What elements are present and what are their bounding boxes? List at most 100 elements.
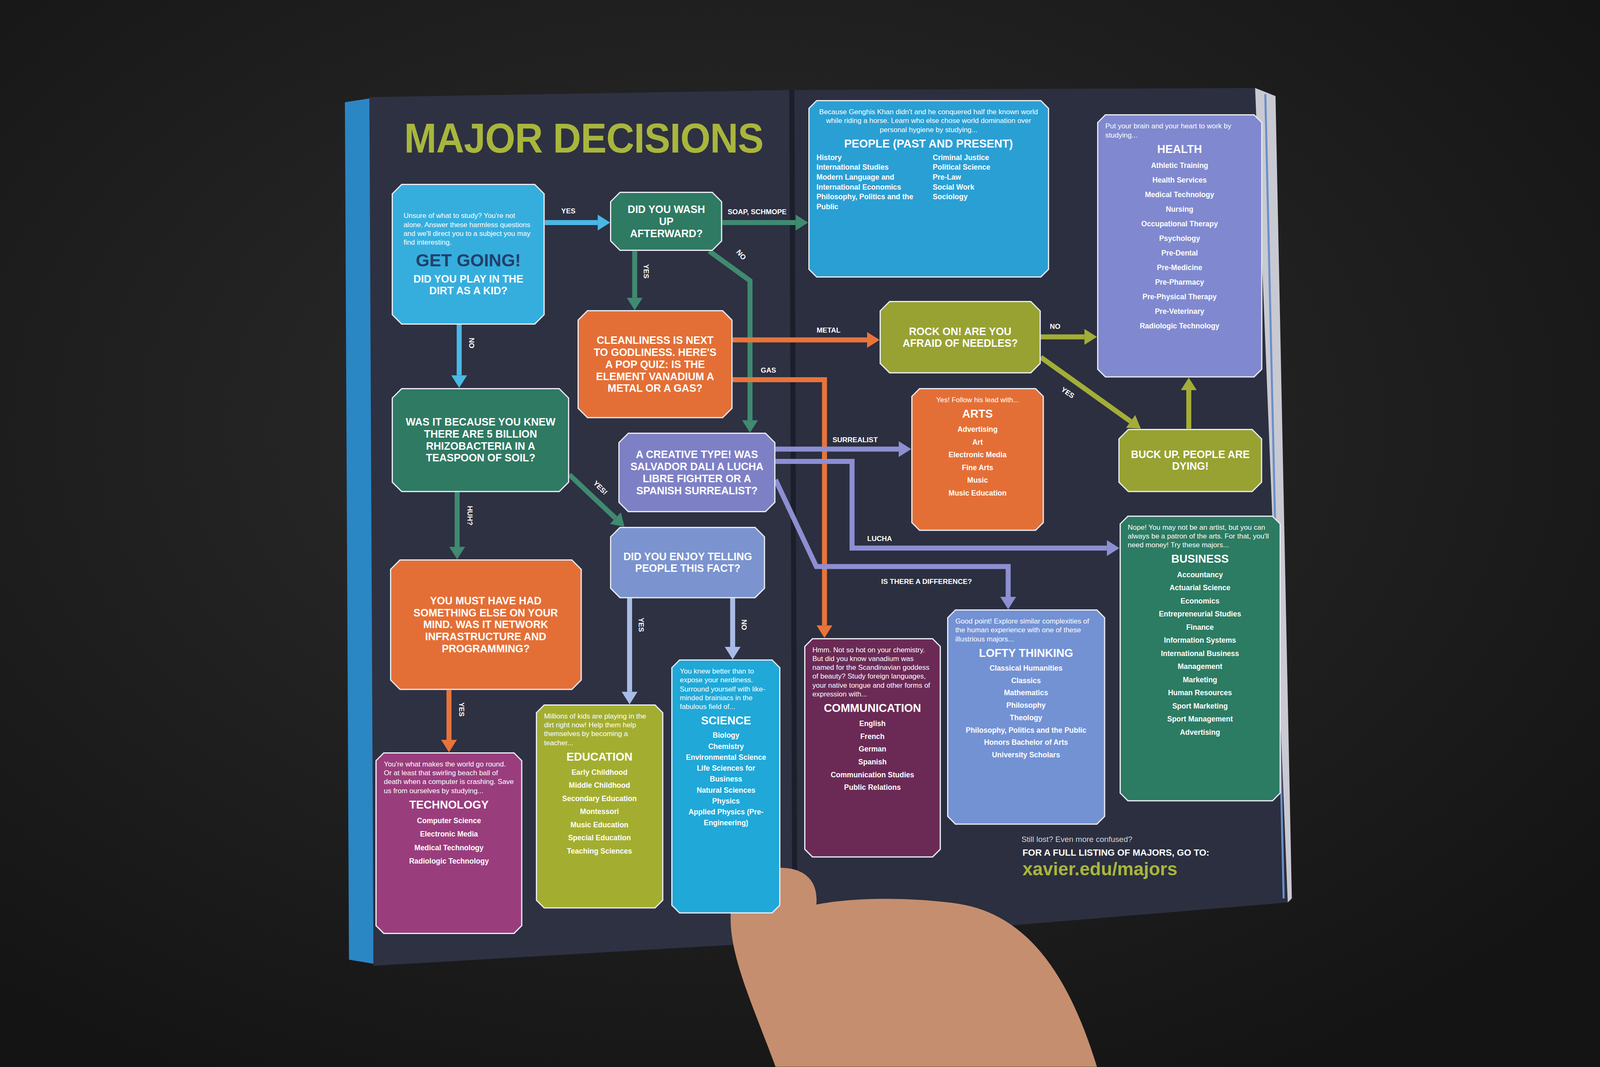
major-item: Teaching Sciences <box>544 844 655 858</box>
major-item: Radiologic Technology <box>383 854 515 868</box>
edge-label: LUCHA <box>867 535 893 543</box>
major-item: Montessori <box>544 805 655 819</box>
edge-label: NO <box>740 619 748 630</box>
major-item: Environmental Science <box>679 751 773 763</box>
major-item: Pre-Dental <box>1105 245 1255 261</box>
major-item: Computer Science <box>383 813 515 828</box>
flow-arrow <box>1180 377 1197 429</box>
question-text: DID YOU ENJOY TELLING PEOPLE THIS FACT? <box>621 550 754 575</box>
major-item: Marketing <box>1127 673 1273 687</box>
question-box: A CREATIVE TYPE! WAS SALVADOR DALI A LUC… <box>618 432 776 513</box>
edge-label: NO <box>1049 322 1061 331</box>
major-heading: ARTS <box>919 407 1036 421</box>
major-item: Pre-Veterinary <box>1105 304 1255 319</box>
flow-line <box>775 446 899 452</box>
major-box: Nope! You may not be an artist, but you … <box>1119 515 1281 802</box>
edge-label: YES <box>642 264 650 279</box>
major-box: Put your brain and your heart to work by… <box>1097 114 1263 378</box>
box-shape <box>1119 429 1262 492</box>
major-heading: EDUCATION <box>544 750 655 764</box>
major-heading: BUSINESS <box>1127 552 1273 566</box>
major-item: Natural Sciences <box>679 784 773 796</box>
item-column: HistoryInternational StudiesModern Langu… <box>816 152 925 213</box>
major-heading: SCIENCE <box>679 714 773 728</box>
edge-label: SURREALIST <box>832 435 878 444</box>
major-item: Applied Physics (Pre-Engineering) <box>679 806 773 829</box>
arrow-head <box>795 214 809 231</box>
major-item: Sport Management <box>1127 712 1273 726</box>
major-heading: PEOPLE (PAST AND PRESENT) <box>816 137 1041 151</box>
major-item: Psychology <box>1105 231 1255 246</box>
major-item: Music Education <box>919 486 1036 500</box>
box-shape <box>880 301 1041 373</box>
major-item: Criminal Justice <box>932 152 1041 163</box>
arrow-head <box>816 625 833 638</box>
arrow-head <box>621 691 638 705</box>
major-item: Pre-Physical Therapy <box>1105 289 1255 305</box>
major-item: Physics <box>679 795 773 807</box>
flow-line <box>1186 390 1192 429</box>
major-item: Classics <box>955 674 1098 688</box>
major-item: Accountancy <box>1127 568 1273 582</box>
flow-arrow <box>441 690 458 753</box>
intro-text: Millions of kids are playing in the dirt… <box>544 711 655 748</box>
edge-label: GAS <box>760 366 777 375</box>
box-shape <box>804 638 940 857</box>
flow-arrow <box>451 324 468 388</box>
major-item: Fine Arts <box>919 461 1036 475</box>
major-item: Nursing <box>1105 202 1255 217</box>
box-shape <box>392 388 569 492</box>
question-box: YOU MUST HAVE HAD SOMETHING ELSE ON YOUR… <box>390 559 582 690</box>
major-item: Social Work <box>932 182 1041 193</box>
major-item: Biology <box>679 729 773 741</box>
major-item: Music <box>919 473 1036 487</box>
box-shape <box>578 310 733 418</box>
arrow-head <box>449 546 465 560</box>
flow-arrow <box>722 214 809 231</box>
box-shape <box>619 433 775 512</box>
major-item: Actuarial Science <box>1127 581 1273 595</box>
major-box: You knew better than to expose your nerd… <box>671 659 781 914</box>
major-item: Occupational Therapy <box>1105 216 1255 232</box>
edge-label: SOAP, SCHMOPE <box>727 208 787 217</box>
major-item: Advertising <box>919 422 1036 436</box>
box-shape <box>610 527 765 598</box>
arrow-head <box>898 441 912 458</box>
intro-text: Put your brain and your heart to work by… <box>1105 121 1255 140</box>
major-item: Philosophy, Politics and the Public <box>816 192 925 212</box>
question-text: A CREATIVE TYPE! WAS SALVADOR DALI A LUC… <box>630 448 764 497</box>
question-box: ROCK ON! ARE YOU AFRAID OF NEEDLES? <box>879 300 1041 374</box>
major-item: Human Resources <box>1127 686 1273 700</box>
question-box: DID YOU WASH UP AFTERWARD? <box>610 191 723 251</box>
flow-line <box>632 250 638 298</box>
major-item: University Scholars <box>955 748 1098 762</box>
box-shape <box>376 752 523 933</box>
arrow-head <box>441 739 458 753</box>
question-box: CLEANLINESS IS NEXT TO GODLINESS. HERE'S… <box>577 310 733 419</box>
flow-arrow <box>545 214 611 231</box>
edge-label: NO <box>467 337 476 349</box>
major-item: Medical Technology <box>1105 187 1255 203</box>
major-item: Pre-Law <box>932 172 1041 183</box>
flow-arrow <box>626 250 643 310</box>
major-heading: COMMUNICATION <box>812 701 933 715</box>
major-item: Advertising <box>1127 725 1273 740</box>
hand <box>730 867 1097 1067</box>
major-item: Information Systems <box>1127 633 1273 648</box>
major-item: Early Childhood <box>544 765 655 780</box>
major-item: Special Education <box>544 831 655 845</box>
flow-line <box>722 220 796 225</box>
edge-label: IS THERE A DIFFERENCE? <box>881 577 973 586</box>
major-item: Art <box>919 435 1036 449</box>
major-item: Economics <box>1127 594 1273 608</box>
major-item: Sport Marketing <box>1127 699 1273 713</box>
major-item: Entrepreneurial Studies <box>1127 607 1273 621</box>
major-item: Modern Language and International Econom… <box>816 172 925 193</box>
major-heading: LOFTY THINKING <box>955 646 1098 660</box>
major-item: Finance <box>1127 620 1273 635</box>
intro-text: Because Genghis Khan didn't and he conqu… <box>816 107 1041 135</box>
footer-note: Still lost? Even more confused? <box>1021 834 1133 844</box>
major-box: You're what makes the world go round. Or… <box>375 752 523 934</box>
item-column: Criminal JusticePolitical SciencePre-Law… <box>932 152 1041 213</box>
